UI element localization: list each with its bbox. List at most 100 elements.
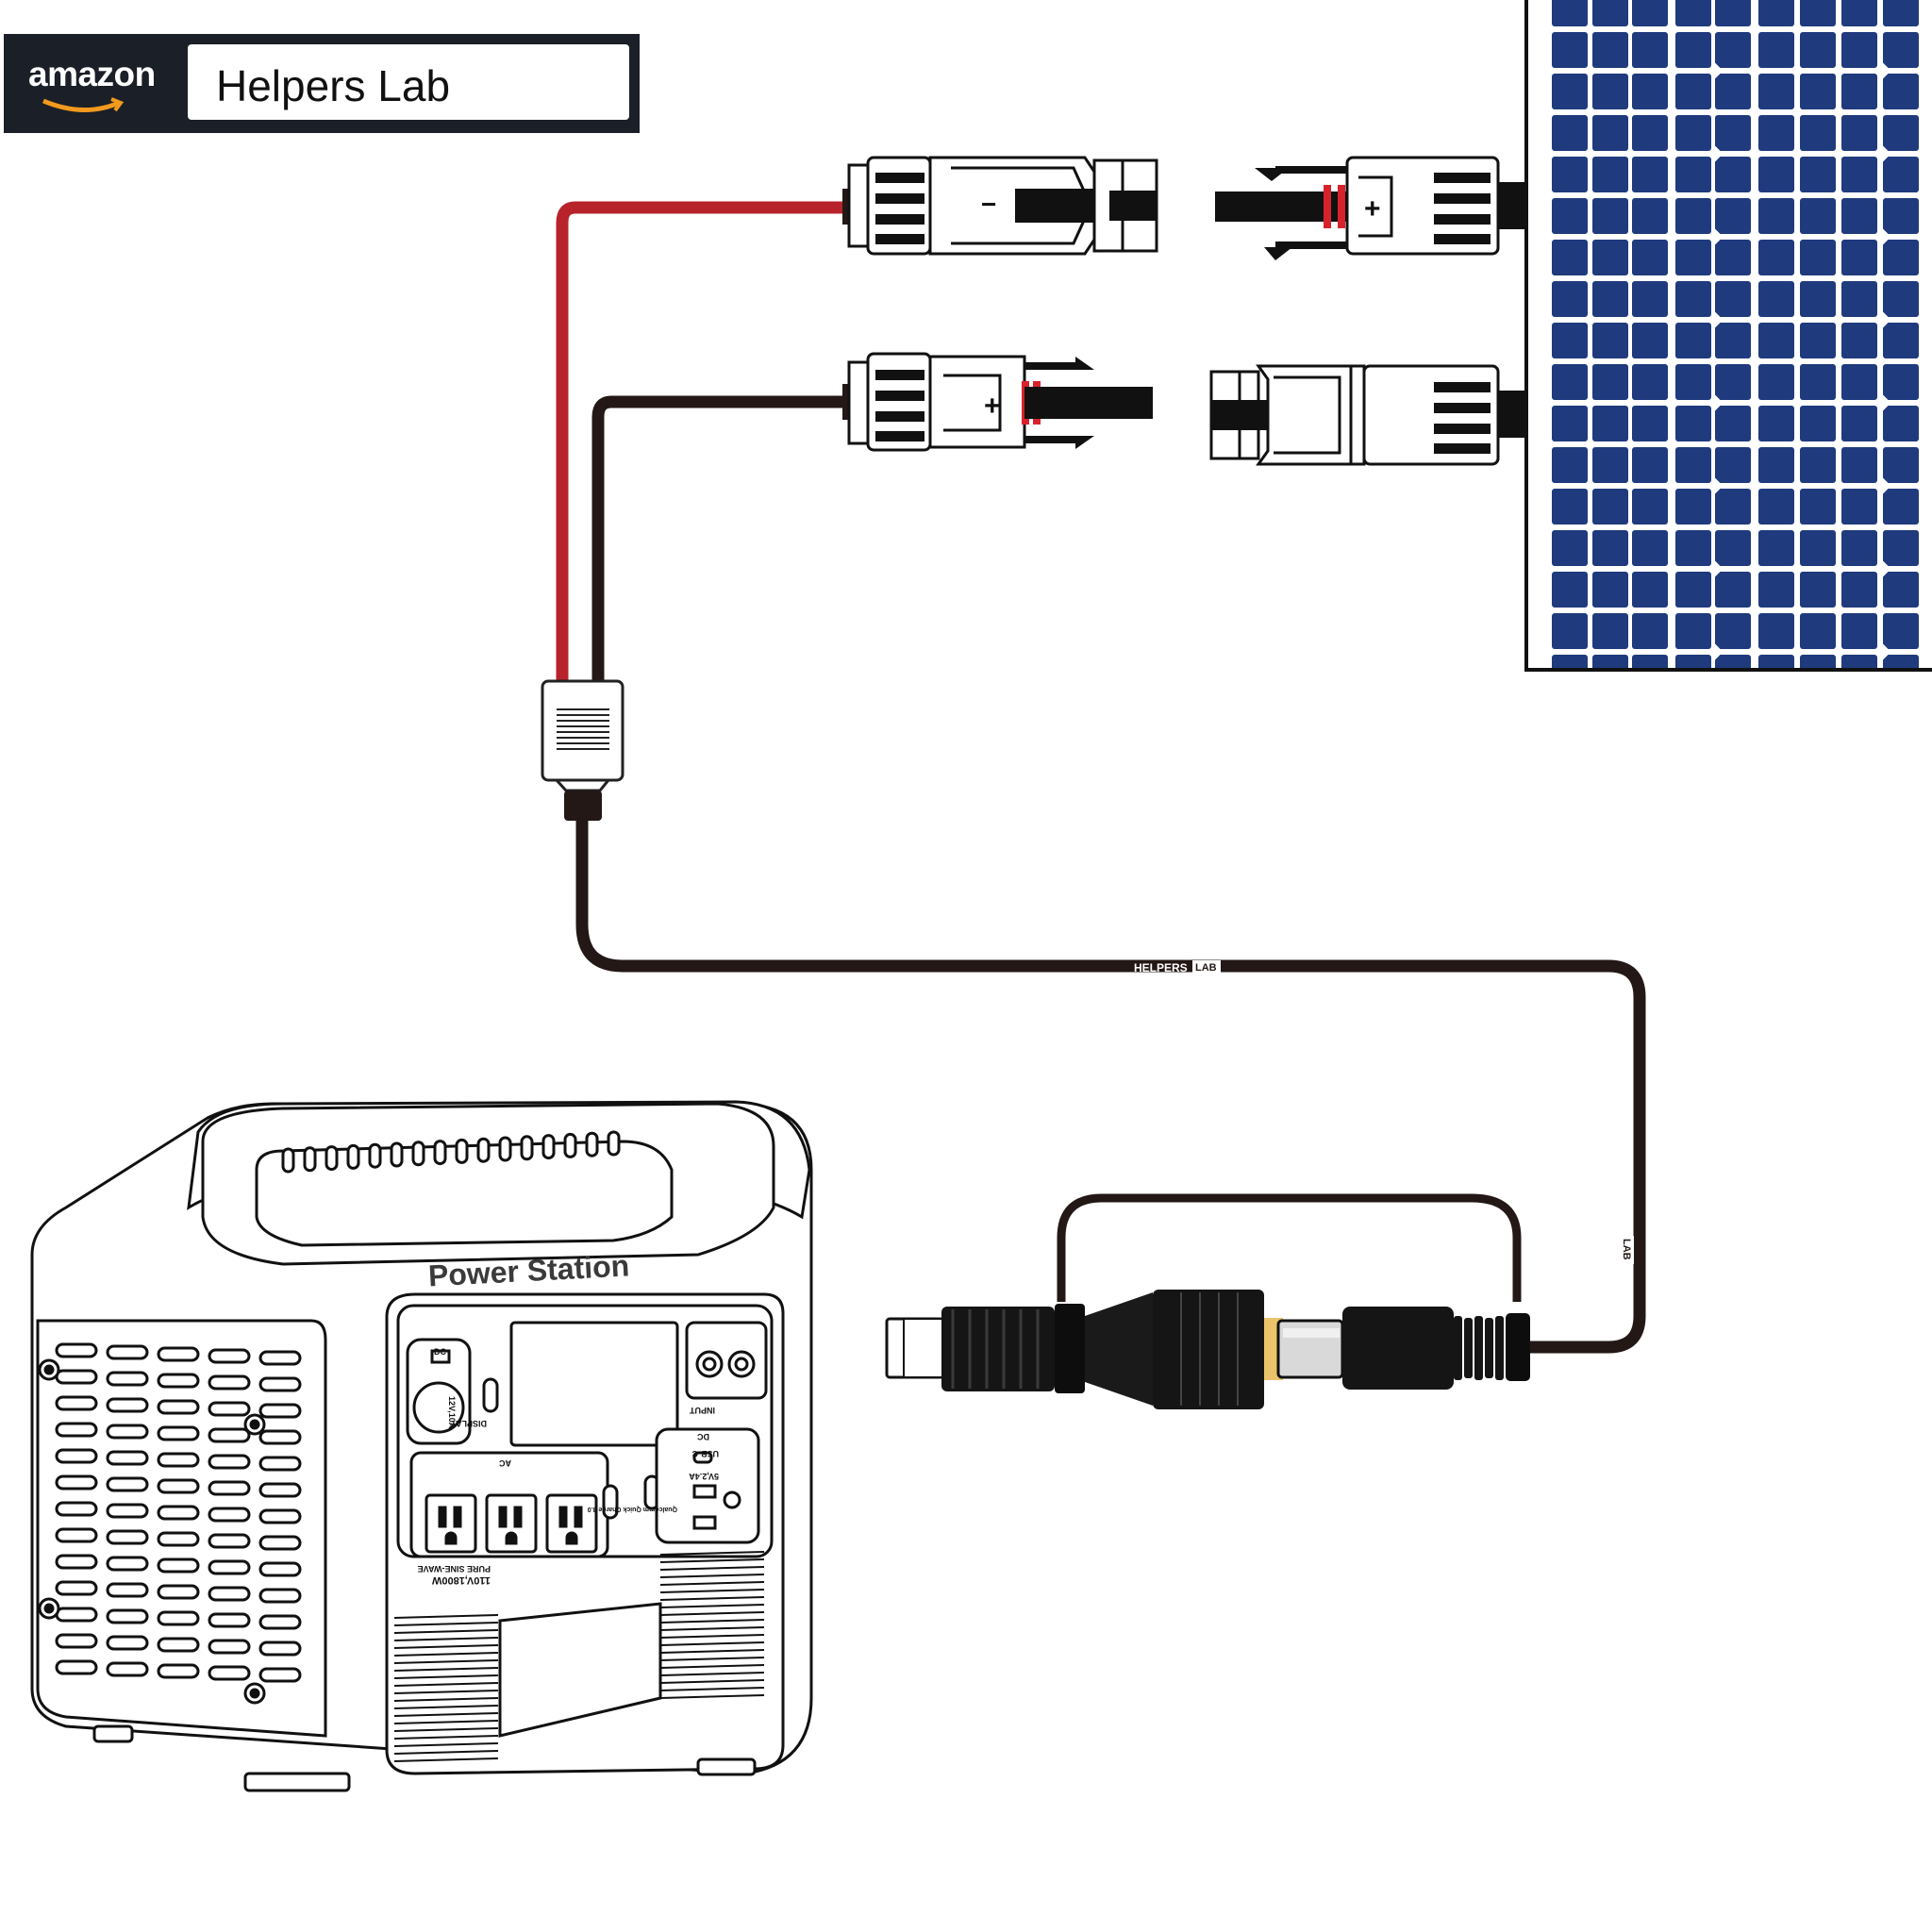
vent-slot — [157, 1478, 200, 1494]
solar-cell — [1800, 655, 1836, 668]
vent-slot — [208, 1427, 251, 1443]
solar-cell — [1800, 613, 1836, 649]
store-name: Helpers Lab — [216, 61, 451, 110]
solar-cell — [1758, 157, 1794, 192]
solar-cell — [1592, 32, 1628, 68]
vent-slot — [106, 1344, 149, 1360]
svg-text:−: − — [981, 190, 996, 219]
mc4-connector-negative-left: HELPERS − — [842, 156, 1158, 256]
solar-cell — [1715, 240, 1751, 275]
solar-cell — [1632, 655, 1668, 668]
power-station — [30, 1100, 813, 1792]
solar-cell — [1552, 572, 1588, 608]
vent-slot — [157, 1584, 200, 1600]
solar-cell — [1841, 281, 1877, 317]
solar-cell — [1632, 32, 1668, 68]
grip-slot — [476, 1137, 491, 1163]
solar-cell — [1592, 489, 1628, 525]
solar-cell — [1758, 0, 1794, 26]
solar-cell — [1632, 74, 1668, 109]
grip-slot — [607, 1130, 621, 1157]
solar-cell — [1552, 613, 1588, 649]
vent-slot — [55, 1422, 98, 1438]
vent-slot — [258, 1561, 302, 1577]
mc4-connector-positive-right: + — [1215, 156, 1526, 260]
vent-slot — [106, 1582, 149, 1598]
vent-slot — [258, 1482, 302, 1498]
solar-cell — [1632, 572, 1668, 608]
red-wire — [556, 201, 849, 689]
vent-slot — [106, 1556, 149, 1572]
solar-cell — [1758, 115, 1794, 151]
power-station-port-labels: DC 12V,10A DISPLAY INPUT AC PURE SINE-WA… — [418, 1347, 719, 1586]
solar-cell — [1715, 364, 1751, 400]
vent-slot — [258, 1641, 302, 1657]
solar-cell — [1758, 572, 1794, 608]
solar-cell — [1592, 655, 1628, 668]
svg-text:Qualcomm Quick Charge 3.0: Qualcomm Quick Charge 3.0 — [588, 1506, 677, 1512]
solar-cell — [1632, 0, 1668, 26]
solar-panel — [1524, 0, 1932, 672]
svg-text:+: + — [984, 391, 1001, 422]
store-name-box: Helpers Lab — [188, 44, 629, 120]
vent-slot — [157, 1399, 200, 1415]
solar-cell — [1715, 198, 1751, 234]
solar-cell — [1883, 74, 1919, 109]
solar-cell — [1841, 32, 1877, 68]
grip-slot — [563, 1132, 577, 1158]
solar-cell — [1883, 115, 1919, 151]
solar-cell — [1800, 198, 1836, 234]
vent-slot — [55, 1448, 98, 1464]
solar-cell — [1883, 364, 1919, 400]
vent-slot — [208, 1533, 251, 1549]
solar-cell — [1758, 530, 1794, 566]
solar-cell — [1715, 323, 1751, 358]
solar-cell — [1883, 447, 1919, 483]
vent-slot — [157, 1452, 200, 1468]
brand-header: amazon Helpers Lab — [4, 34, 640, 133]
solar-cell — [1841, 447, 1877, 483]
solar-cell — [1800, 0, 1836, 26]
solar-cell — [1715, 572, 1751, 608]
solar-cell — [1841, 323, 1877, 358]
vent-slot — [208, 1639, 251, 1655]
svg-text:5V,2.4A: 5V,2.4A — [689, 1472, 719, 1481]
solar-cell — [1675, 157, 1711, 192]
solar-cell — [1883, 281, 1919, 317]
vent-slot — [55, 1633, 98, 1649]
solar-cell — [1675, 489, 1711, 525]
vent-slot — [106, 1635, 149, 1651]
solar-cell — [1675, 655, 1711, 668]
solar-cell — [1883, 323, 1919, 358]
vent-slot — [55, 1474, 98, 1491]
solar-cell — [1841, 655, 1877, 668]
solar-cell — [1715, 406, 1751, 441]
svg-text:DC: DC — [434, 1347, 446, 1357]
solar-cell — [1800, 447, 1836, 483]
svg-text:INPUT: INPUT — [689, 1406, 715, 1415]
solar-cell — [1552, 157, 1588, 192]
vent-slot — [208, 1612, 251, 1628]
vent-slot — [258, 1350, 302, 1366]
svg-text:AC: AC — [499, 1458, 511, 1468]
solar-cell — [1841, 572, 1877, 608]
vent-slot — [157, 1610, 200, 1626]
solar-cell — [1552, 281, 1588, 317]
solar-cell — [1675, 198, 1711, 234]
solar-cell — [1552, 406, 1588, 441]
solar-cell — [1552, 115, 1588, 151]
vent-slot — [55, 1342, 98, 1358]
solar-cell — [1592, 323, 1628, 358]
solar-cell — [1800, 364, 1836, 400]
svg-text:110V,1800W: 110V,1800W — [431, 1574, 491, 1586]
vent-slot — [55, 1501, 98, 1517]
vent-slot — [106, 1424, 149, 1440]
solar-cell — [1632, 198, 1668, 234]
solar-cell — [1841, 364, 1877, 400]
solar-cell — [1552, 74, 1588, 109]
solar-cell — [1715, 32, 1751, 68]
solar-cell — [1632, 115, 1668, 151]
vent-slot — [106, 1661, 149, 1677]
svg-text:LAB: LAB — [1195, 962, 1217, 974]
